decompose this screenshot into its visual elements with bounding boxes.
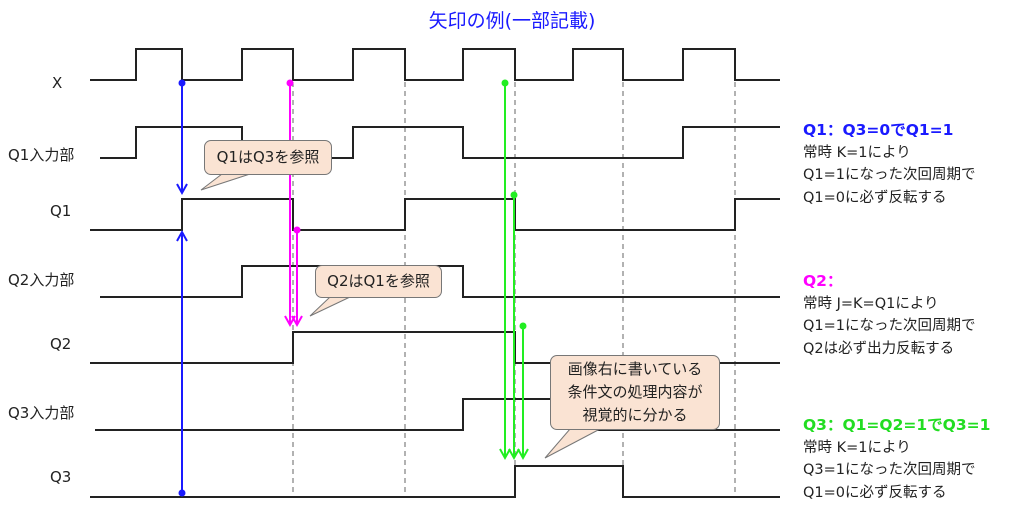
signal-label-x: X [52,74,63,92]
note-q2: Q2： 常時 J=K=Q1により Q1=1になった次回周期で Q2は必ず出力反転… [803,270,976,360]
arrowhead-icon [291,315,303,328]
signal-label-q2: Q2 [50,335,72,353]
callout-main-tail [544,428,601,459]
arrow-origin-dot [178,79,186,87]
arrow-origin-dot [178,489,186,497]
diagram-title: 矢印の例(一部記載) [428,10,596,32]
note-q2-heading: Q2： [803,272,843,290]
note-q1-heading: Q1：Q3=0でQ1=1 [803,121,954,139]
arrow-origin-dot [510,191,518,199]
callout-q1: Q1はQ3を参照 [204,140,332,175]
arrowhead-icon [176,183,188,196]
arrowhead-icon [508,448,520,461]
note-line: Q1=0に必ず反転する [803,484,947,501]
note-q1: Q1：Q3=0でQ1=1 常時 K=1により Q1=1になった次回周期で Q1=… [803,119,976,209]
arrow-origin-dot [286,79,294,87]
note-line: Q2は必ず出力反転する [803,340,955,357]
note-line: 常時 K=1により [803,439,911,456]
waveform-2 [90,198,780,231]
note-line: 常時 K=1により [803,144,911,161]
note-line: Q1=1になった次回周期で [803,167,976,183]
note-line: Q1=1になった次回周期で [803,318,976,334]
waveform-6 [90,465,780,498]
note-q3: Q3：Q1=Q2=1でQ3=1 常時 K=1により Q3=1になった次回周期で … [803,414,990,504]
arrow-origin-dot [293,226,301,234]
callout-q1-tail [200,173,251,191]
callout-main-line: 視覚的に分かる [582,406,688,424]
callout-q2-tail [309,296,351,317]
note-line: 常時 J=K=Q1により [803,295,939,312]
arrow-origin-dot [519,322,527,330]
signal-label-q1-input: Q1入力部 [8,146,75,164]
waveform-1 [100,126,780,159]
note-q3-heading: Q3：Q1=Q2=1でQ3=1 [803,416,991,434]
note-line: Q1=0に必ず反転する [803,189,947,206]
callout-main: 画像右に書いている 条件文の処理内容が 視覚的に分かる [550,355,720,430]
signal-label-q3: Q3 [50,468,72,486]
arrowhead-icon [517,448,529,461]
signal-label-q2-input: Q2入力部 [8,271,75,289]
callout-main-line: 条件文の処理内容が [567,383,703,401]
waveform-5 [95,398,780,431]
arrow-origin-dot [501,79,509,87]
callout-q2: Q2はQ1を参照 [315,265,442,298]
signal-label-q3-input: Q3入力部 [8,404,75,422]
arrowhead-icon [499,448,511,461]
waveform-0 [90,48,780,81]
signal-label-q1: Q1 [50,202,72,220]
note-line: Q3=1になった次回周期で [803,462,976,478]
arrowhead-icon [176,229,188,242]
callout-main-line: 画像右に書いている [567,360,703,378]
